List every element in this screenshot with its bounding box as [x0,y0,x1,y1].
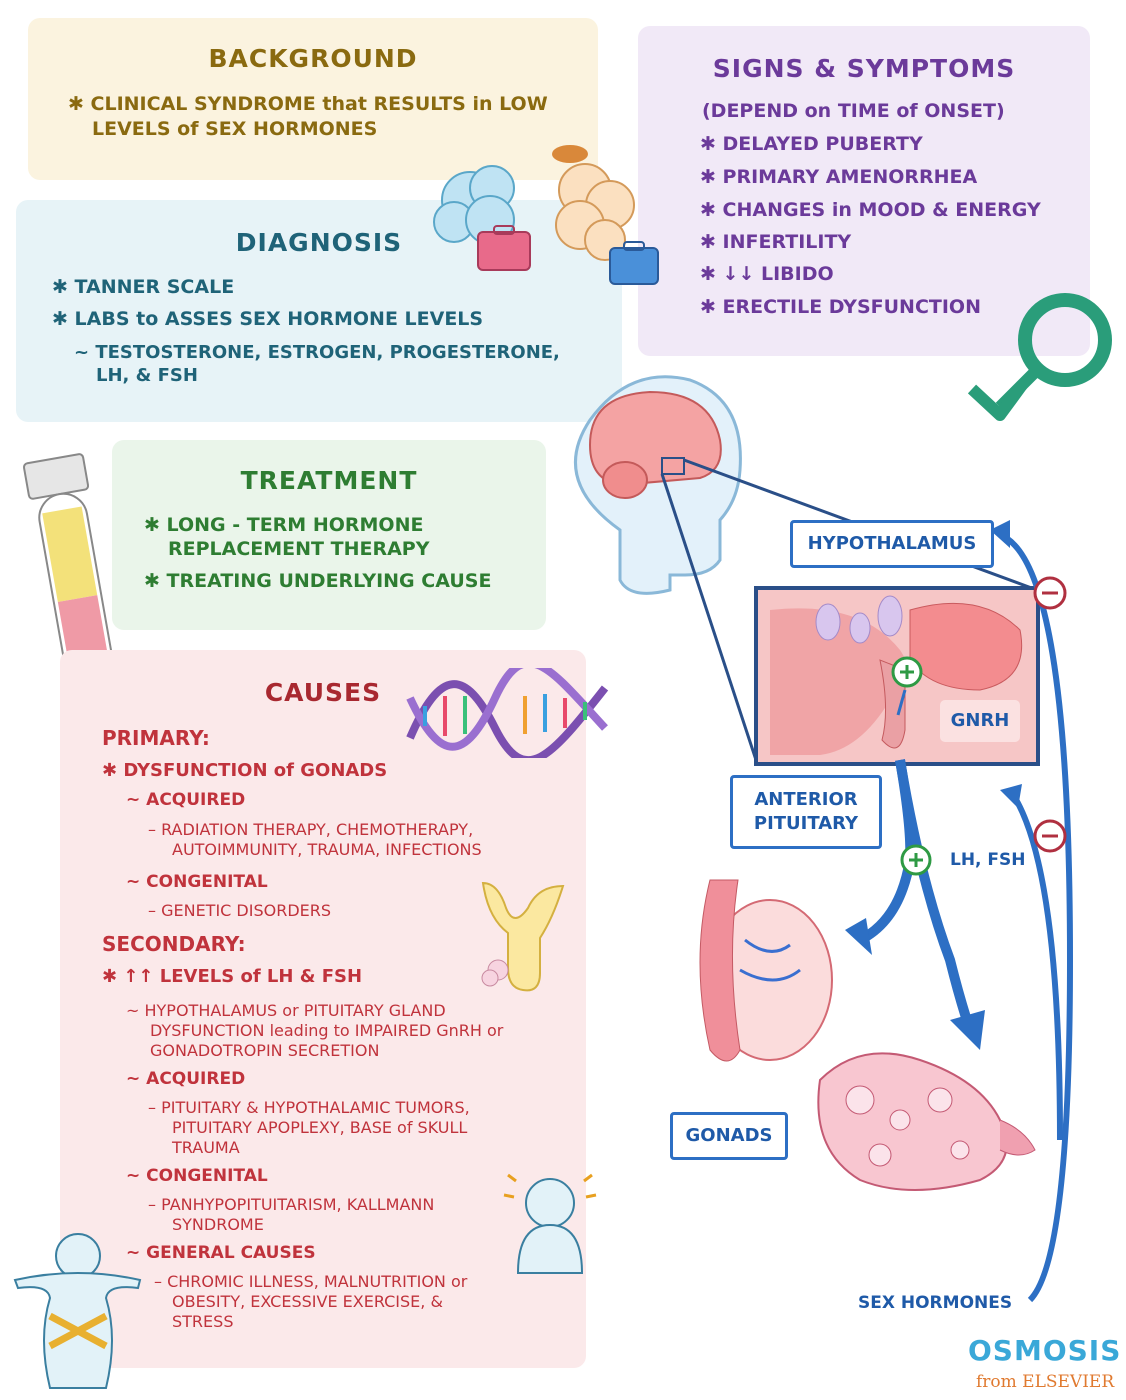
causes-secondary: SECONDARY: [102,932,246,956]
causes-title: CAUSES [264,678,382,707]
testis-icon [699,879,833,1062]
ovary-icon [817,1052,1036,1191]
gonads-label: GONADS [670,1112,788,1160]
hypothalamus-label: HYPOTHALAMUS [790,520,994,568]
causes-s-acq: ~ ACQUIRED [126,1069,246,1089]
diagnosis-item-2: ✱ LABS to ASSES SEX HORMONE LEVELS [52,308,484,330]
treatment-item-3: ✱ TREATING UNDERLYING CAUSE [144,570,492,592]
pituitary-gland-icon [481,881,565,992]
sign-item-2: ✱ PRIMARY AMENORRHEA [700,166,978,188]
treatment-panel: TREATMENT ✱ LONG - TERM HORMONE REPLACEM… [112,440,546,630]
anterior-pituitary-line-1: ANTERIOR [754,789,858,810]
causes-s-con-1: – PANHYPOPITUITARISM, KALLMANN [148,1195,435,1214]
anterior-pituitary-line-2: PITUITARY [753,813,859,834]
causes-p-acq: ~ ACQUIRED [126,790,246,810]
background-title: BACKGROUND [208,44,418,73]
causes-s-d2: DYSFUNCTION leading to IMPAIRED GnRH or [150,1021,504,1040]
signs-title: SIGNS & SYMPTOMS [712,54,1016,83]
gland-characters-icon [433,145,659,285]
causes-s-gen-1: – CHROMIC ILLNESS, MALNUTRITION or [154,1272,468,1291]
hpg-axis-diagram [574,375,1074,1303]
diagnosis-item-4: LH, & FSH [96,365,198,386]
causes-s-con: ~ CONGENITAL [126,1166,268,1186]
background-panel: BACKGROUND ✱ CLINICAL SYNDROME that RESU… [28,18,598,180]
sign-item-1: ✱ DELAYED PUBERTY [700,133,923,155]
causes-panel: CAUSES PRIMARY: ✱ DYSFUNCTION of GONADS … [60,650,586,1368]
treatment-item-2: REPLACEMENT THERAPY [168,538,430,560]
anterior-pituitary-label: ANTERIOR PITUITARY [730,775,882,849]
background-item-2: LEVELS of SEX HORMONES [92,118,378,140]
signs-subtitle: (DEPEND on TIME of ONSET) [702,100,1005,122]
causes-s-acq-2: PITUITARY APOPLEXY, BASE of SKULL [172,1118,468,1137]
diagnosis-item-3: ~ TESTOSTERONE, ESTROGEN, PROGESTERONE, [74,342,560,363]
dna-helix-icon [406,668,609,758]
causes-s-gen-3: STRESS [172,1312,234,1331]
causes-s-d1: ~ HYPOTHALAMUS or PITUITARY GLAND [126,1001,446,1020]
background-item-1: ✱ CLINICAL SYNDROME that RESULTS in LOW [68,93,548,115]
gnrh-label: GNRH [940,700,1020,742]
causes-primary: PRIMARY: [102,726,210,750]
causes-s-gen: ~ GENERAL CAUSES [126,1243,316,1263]
sign-item-5: ✱ ↓↓ LIBIDO [700,263,834,285]
sign-item-4: ✱ INFERTILITY [700,231,852,253]
treatment-item-1: ✱ LONG - TERM HORMONE [144,514,424,536]
elsevier-subtitle: from ELSEVIER [976,1372,1115,1392]
sign-item-3: ✱ CHANGES in MOOD & ENERGY [700,199,1041,221]
causes-s-con-2: SYNDROME [172,1215,264,1234]
causes-p-con: ~ CONGENITAL [126,872,268,892]
sign-item-6: ✱ ERECTILE DYSFUNCTION [700,296,981,318]
signs-symptoms-panel: SIGNS & SYMPTOMS (DEPEND on TIME of ONSE… [638,26,1090,356]
causes-p1: ✱ DYSFUNCTION of GONADS [102,760,388,781]
causes-s1: ✱ ↑↑ LEVELS of LH & FSH [102,966,363,987]
diagnosis-title: DIAGNOSIS [235,228,403,257]
causes-s-gen-2: OBESITY, EXCESSIVE EXERCISE, & [172,1292,443,1311]
causes-s-d3: GONADOTROPIN SECRETION [150,1041,380,1060]
treatment-title: TREATMENT [240,466,418,495]
causes-p-acq-2: AUTOIMMUNITY, TRAUMA, INFECTIONS [172,840,482,859]
causes-p-acq-1: – RADIATION THERAPY, CHEMOTHERAPY, [148,820,474,839]
diagnosis-item-1: ✱ TANNER SCALE [52,276,235,298]
causes-p-con-1: – GENETIC DISORDERS [148,901,332,920]
osmosis-logo: OSMOSIS [968,1334,1122,1367]
stressed-character-icon [503,1173,597,1274]
measuring-tape-character-icon [13,1233,142,1389]
male-symbol-icon [967,293,1112,421]
causes-s-acq-1: – PITUITARY & HYPOTHALAMIC TUMORS, [148,1098,470,1117]
causes-s-acq-3: TRAUMA [172,1138,240,1157]
sex-hormones-label: SEX HORMONES [858,1293,1013,1313]
lh-fsh-label: LH, FSH [950,850,1026,870]
